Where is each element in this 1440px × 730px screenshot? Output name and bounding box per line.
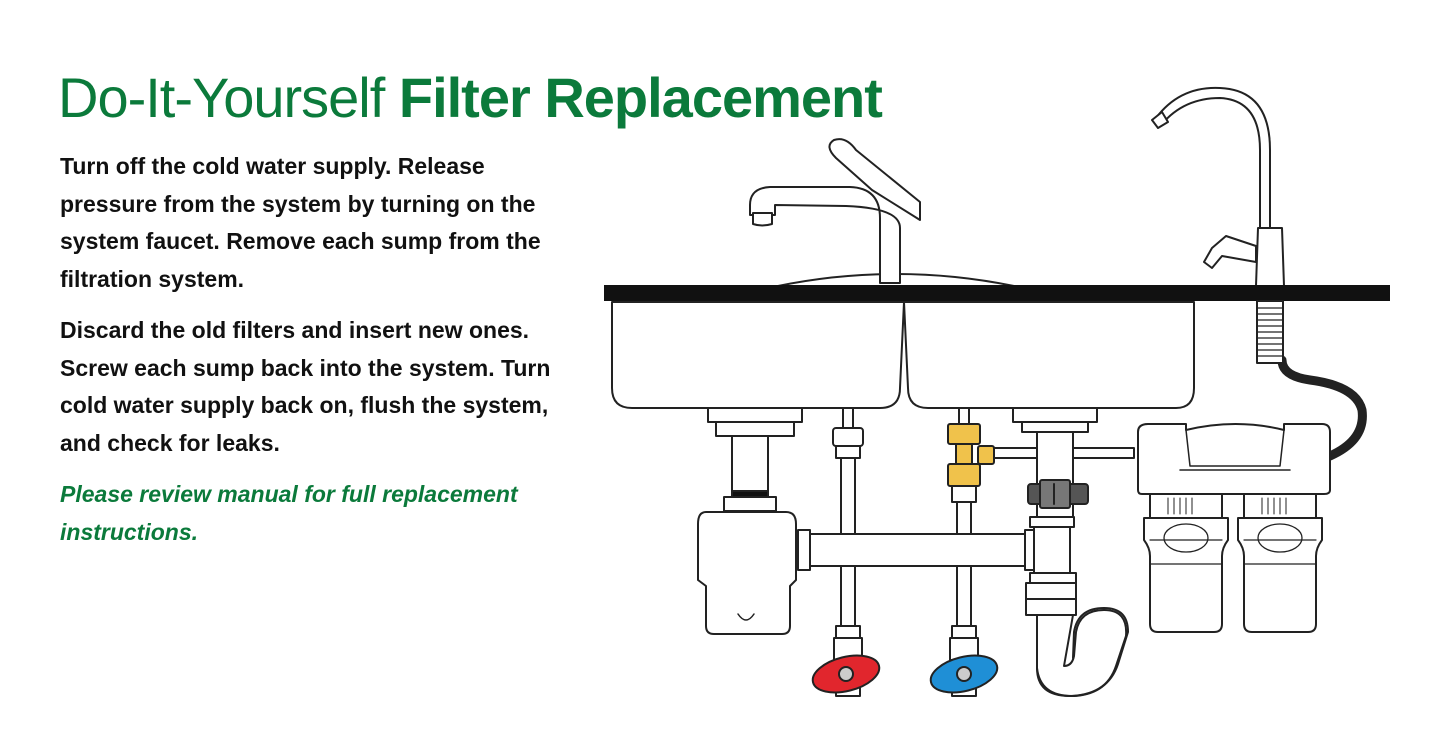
tee-adapter-valve-icon xyxy=(947,423,995,503)
instruction-step-1: Turn off the cold water supply. Release … xyxy=(60,153,541,292)
p-trap-icon xyxy=(1012,407,1129,697)
cold-shutoff-valve-icon xyxy=(929,625,999,697)
manual-note: Please review manual for full replacemen… xyxy=(60,481,518,545)
two-stage-filter-system-icon xyxy=(1137,423,1331,633)
countertop xyxy=(604,285,1390,301)
drain-connector-pipe-icon xyxy=(797,529,1038,571)
instruction-step-2: Discard the old filters and insert new o… xyxy=(60,317,551,456)
instructions: Turn off the cold water supply. Release … xyxy=(60,148,560,565)
kitchen-faucet-icon xyxy=(749,138,1015,287)
garbage-disposal-icon xyxy=(697,407,803,635)
filter-supply-line-icon xyxy=(1256,300,1367,461)
page-title: Do-It-Yourself Filter Replacement xyxy=(58,62,883,134)
hot-shutoff-valve-icon xyxy=(811,625,881,697)
drain-saddle-icon xyxy=(1027,479,1089,509)
title-bold: Filter Replacement xyxy=(398,66,883,129)
title-light: Do-It-Yourself xyxy=(58,66,385,129)
filter-faucet-icon xyxy=(1151,86,1285,287)
double-sink-icon xyxy=(611,301,1195,409)
